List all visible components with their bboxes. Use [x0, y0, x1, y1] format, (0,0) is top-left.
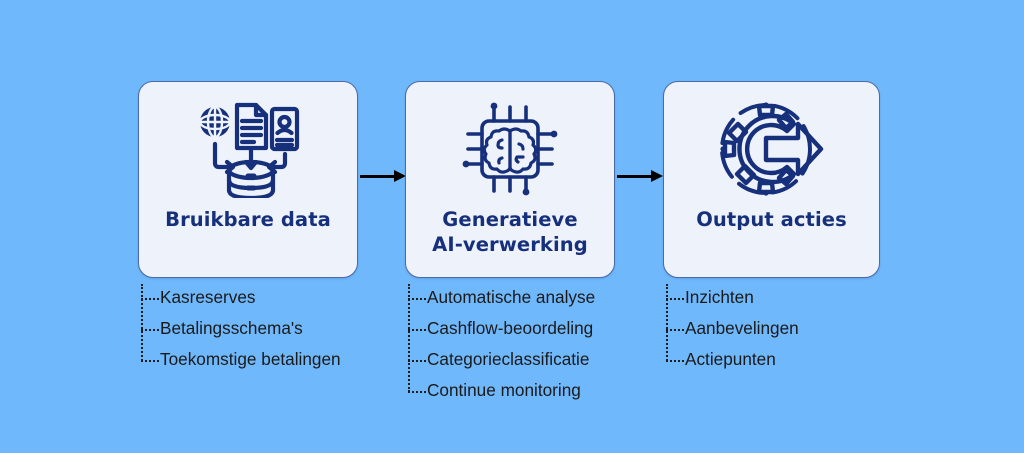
- card-title-line-1: Generatieve: [442, 208, 578, 231]
- card-title-line-2: AI-verwerking: [432, 232, 588, 256]
- ai-chip-brain-icon: [458, 100, 562, 198]
- card-title-output-actions: Output acties: [696, 208, 847, 231]
- dotted-connector: [666, 359, 684, 362]
- card-generative-ai-processing[interactable]: Generatieve AI-verwerking: [405, 81, 615, 278]
- bullet-list-generative-ai-processing: Automatische analyse Cashflow-beoordelin…: [405, 282, 615, 406]
- data-sources-database-icon: [196, 100, 300, 198]
- dotted-connector: [141, 297, 159, 300]
- dotted-connector: [666, 328, 684, 331]
- list-item: Inzichten: [666, 282, 880, 313]
- dotted-connector: [408, 390, 426, 393]
- column-usable-data: Bruikbare data Kasreserves Betalingssche…: [138, 81, 358, 375]
- list-item: Actiepunten: [666, 344, 880, 375]
- arrow-shaft: [617, 175, 652, 178]
- dotted-connector: [141, 328, 159, 331]
- dotted-spine: [665, 284, 668, 361]
- dotted-spine: [140, 284, 143, 361]
- gear-arrow-output-icon: [719, 100, 824, 198]
- connector-arrow-1: [360, 170, 406, 182]
- list-item-label: Actiepunten: [685, 349, 776, 369]
- arrow-head-icon: [394, 170, 406, 182]
- column-generative-ai-processing: Generatieve AI-verwerking Automatische a…: [405, 81, 615, 406]
- connector-arrow-2: [617, 170, 663, 182]
- list-item-label: Inzichten: [685, 287, 754, 307]
- list-item: Toekomstige betalingen: [141, 344, 358, 375]
- dotted-connector: [408, 297, 426, 300]
- arrow-shaft: [360, 175, 395, 178]
- card-title-generative-ai-processing: Generatieve AI-verwerking: [424, 208, 596, 258]
- card-output-actions[interactable]: Output acties: [663, 81, 880, 278]
- list-item-label: Automatische analyse: [427, 287, 596, 307]
- dotted-connector: [408, 328, 426, 331]
- list-item-label: Continue monitoring: [427, 380, 581, 400]
- list-item: Automatische analyse: [408, 282, 615, 313]
- list-item: Categorieclassificatie: [408, 344, 615, 375]
- list-item: Betalingsschema's: [141, 313, 358, 344]
- dotted-connector: [141, 359, 159, 362]
- dotted-connector: [666, 297, 684, 300]
- card-title-usable-data: Bruikbare data: [165, 208, 331, 231]
- list-item: Aanbevelingen: [666, 313, 880, 344]
- list-item: Cashflow-beoordeling: [408, 313, 615, 344]
- dotted-connector: [408, 359, 426, 362]
- list-item-label: Toekomstige betalingen: [160, 349, 341, 369]
- list-item-label: Aanbevelingen: [685, 318, 799, 338]
- bullet-list-usable-data: Kasreserves Betalingsschema's Toekomstig…: [138, 282, 358, 375]
- list-item-label: Categorieclassificatie: [427, 349, 590, 369]
- dotted-spine: [407, 284, 410, 392]
- list-item: Continue monitoring: [408, 375, 615, 406]
- column-output-actions: Output acties Inzichten Aanbevelingen Ac…: [663, 81, 880, 375]
- arrow-head-icon: [651, 170, 663, 182]
- list-item-label: Betalingsschema's: [160, 318, 303, 338]
- card-usable-data[interactable]: Bruikbare data: [138, 81, 358, 278]
- list-item-label: Kasreserves: [160, 287, 256, 307]
- bullet-list-output-actions: Inzichten Aanbevelingen Actiepunten: [663, 282, 880, 375]
- list-item-label: Cashflow-beoordeling: [427, 318, 594, 338]
- list-item: Kasreserves: [141, 282, 358, 313]
